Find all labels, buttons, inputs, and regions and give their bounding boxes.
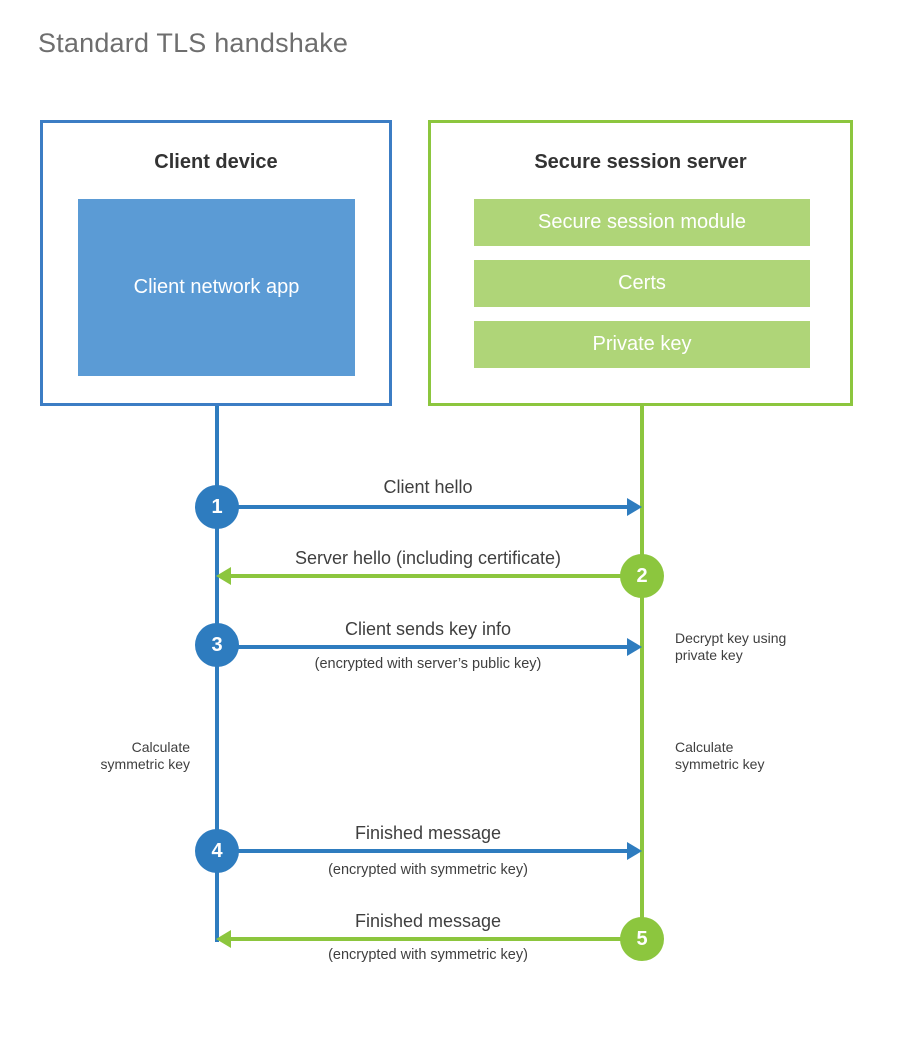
step-4-badge: 4 — [195, 829, 239, 873]
step-5-arrow-line — [231, 937, 629, 941]
step-5-number: 5 — [636, 927, 648, 950]
step-1-primary-label: Client hello — [383, 477, 473, 497]
client-device-title: Client device — [154, 151, 278, 173]
step-3-badge: 3 — [195, 623, 239, 667]
step-3-number: 3 — [211, 633, 223, 656]
step-3-primary-label-wrap: Client sends key info — [228, 619, 628, 639]
step-1-arrow-head-icon — [627, 498, 642, 516]
server-block-private-key: Private key — [474, 321, 810, 368]
step-2-arrow-head-icon — [216, 567, 231, 585]
step-4-arrow-line — [217, 849, 629, 853]
client-device-box: Client device Client network app — [40, 120, 392, 406]
step-3-secondary-label-wrap: (encrypted with server’s public key) — [228, 655, 628, 673]
step-3-secondary-label: (encrypted with server’s public key) — [314, 656, 542, 672]
step-5-secondary-label: (encrypted with symmetric key) — [328, 947, 528, 963]
note-server-calculate-symmetric-key: Calculate symmetric key — [675, 739, 765, 772]
step-5-badge: 5 — [620, 917, 664, 961]
server-block-secure-session-module: Secure session module — [474, 199, 810, 246]
secure-session-server-title: Secure session server — [534, 151, 747, 173]
step-4-arrow-head-icon — [627, 842, 642, 860]
step-1-badge: 1 — [195, 485, 239, 529]
note-decrypt-key: Decrypt key using private key — [675, 630, 787, 663]
step-2-label: Server hello (including certificate) — [228, 548, 628, 568]
step-4-secondary-label-wrap: (encrypted with symmetric key) — [228, 861, 628, 879]
server-lifeline — [640, 406, 644, 940]
step-5-primary-label-wrap: Finished message — [228, 911, 628, 931]
step-1-number: 1 — [211, 495, 223, 518]
step-4-primary-label-wrap: Finished message — [228, 823, 628, 843]
page-title: Standard TLS handshake — [38, 28, 349, 58]
server-block-certs: Certs — [474, 260, 810, 307]
step-3-arrow-head-icon — [627, 638, 642, 656]
step-3-primary-label: Client sends key info — [344, 619, 512, 639]
step-2-number: 2 — [636, 564, 648, 587]
step-4-secondary-label: (encrypted with symmetric key) — [328, 862, 528, 878]
step-1-label: Client hello — [228, 477, 628, 497]
step-2-primary-label: Server hello (including certificate) — [294, 548, 562, 568]
step-2-badge: 2 — [620, 554, 664, 598]
client-lifeline — [215, 406, 219, 942]
step-1-arrow-line — [217, 505, 629, 509]
step-5-arrow-head-icon — [216, 930, 231, 948]
server-component-stack: Secure session module Certs Private key — [474, 199, 810, 368]
note-client-calculate-symmetric-key: Calculate symmetric key — [100, 739, 190, 772]
step-5-primary-label: Finished message — [354, 911, 502, 931]
step-2-arrow-line — [231, 574, 629, 578]
step-4-number: 4 — [211, 839, 223, 862]
client-network-app-block: Client network app — [78, 199, 355, 376]
step-5-secondary-label-wrap: (encrypted with symmetric key) — [228, 946, 628, 964]
secure-session-server-box: Secure session server Secure session mod… — [428, 120, 853, 406]
step-4-primary-label: Finished message — [354, 823, 502, 843]
step-3-arrow-line — [217, 645, 629, 649]
